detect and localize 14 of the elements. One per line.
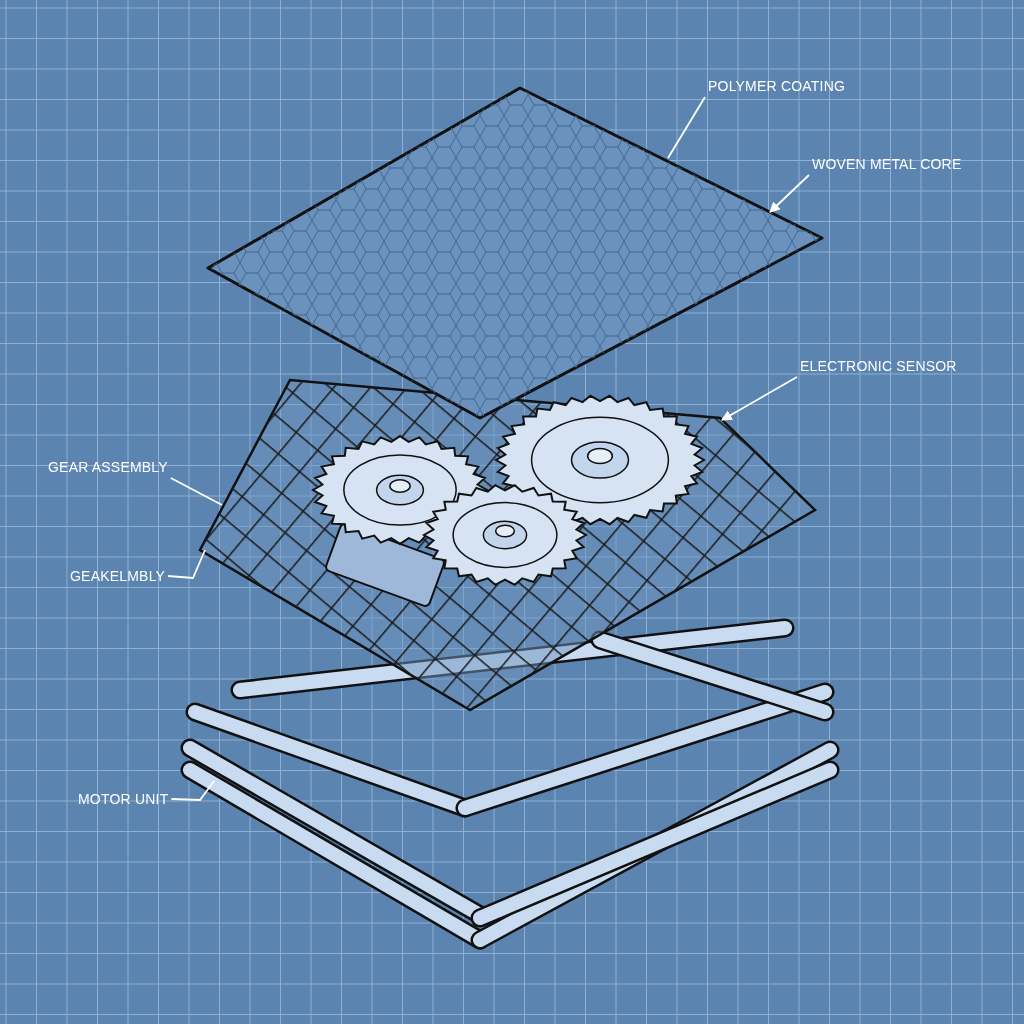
rod-frame-drawing: [180, 618, 840, 950]
part-label: WOVEN METAL CORE: [812, 156, 962, 172]
leader-line: [769, 174, 810, 213]
leader-line: [169, 477, 223, 506]
leader-line: [667, 96, 706, 159]
leader-line: [721, 376, 798, 421]
part-label: POLYMER COATING: [708, 78, 846, 94]
part-label: MOTOR UNIT: [78, 791, 169, 807]
part-label: ELECTRONIC SENSOR: [800, 358, 957, 374]
part-label: GEAKELMBLY: [70, 568, 166, 584]
leader-line: [170, 780, 215, 801]
part-label: GEAR ASSEMBLY: [48, 459, 168, 475]
leader-line: [167, 549, 206, 579]
mesh-and-gear-drawing: [198, 378, 818, 712]
